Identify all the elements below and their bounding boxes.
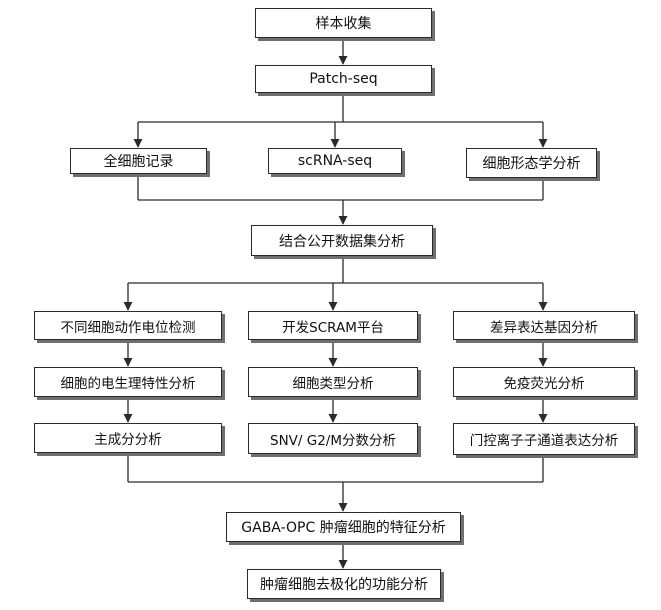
node-depolarization-function: 肿瘤细胞去极化的功能分析 [247, 569, 441, 599]
node-differential-expression: 差异表达基因分析 [453, 311, 635, 340]
node-cell-morphology: 细胞形态学分析 [466, 148, 597, 178]
node-sample-collection: 样本收集 [255, 8, 432, 38]
node-principal-component: 主成分分析 [34, 423, 222, 453]
node-public-data-analysis: 结合公开数据集分析 [251, 225, 433, 256]
node-scrna-seq: scRNA-seq [268, 148, 402, 174]
node-gaba-opc-analysis: GABA-OPC 肿瘤细胞的特征分析 [226, 512, 461, 542]
node-cell-type-analysis: 细胞类型分析 [248, 367, 418, 397]
node-patch-seq: Patch-seq [255, 65, 432, 93]
node-action-potential-detection: 不同细胞动作电位检测 [34, 311, 222, 340]
node-electrophysiology-analysis: 细胞的电生理特性分析 [34, 367, 222, 397]
node-whole-cell-recording: 全细胞记录 [70, 148, 207, 174]
node-ion-channel-expression: 门控离子子通道表达分析 [453, 423, 635, 455]
node-immunofluorescence: 免疫荧光分析 [453, 367, 635, 397]
node-snv-g2m-analysis: SNV/ G2/M分数分析 [248, 423, 418, 454]
node-scram-platform: 开发SCRAM平台 [248, 311, 418, 340]
